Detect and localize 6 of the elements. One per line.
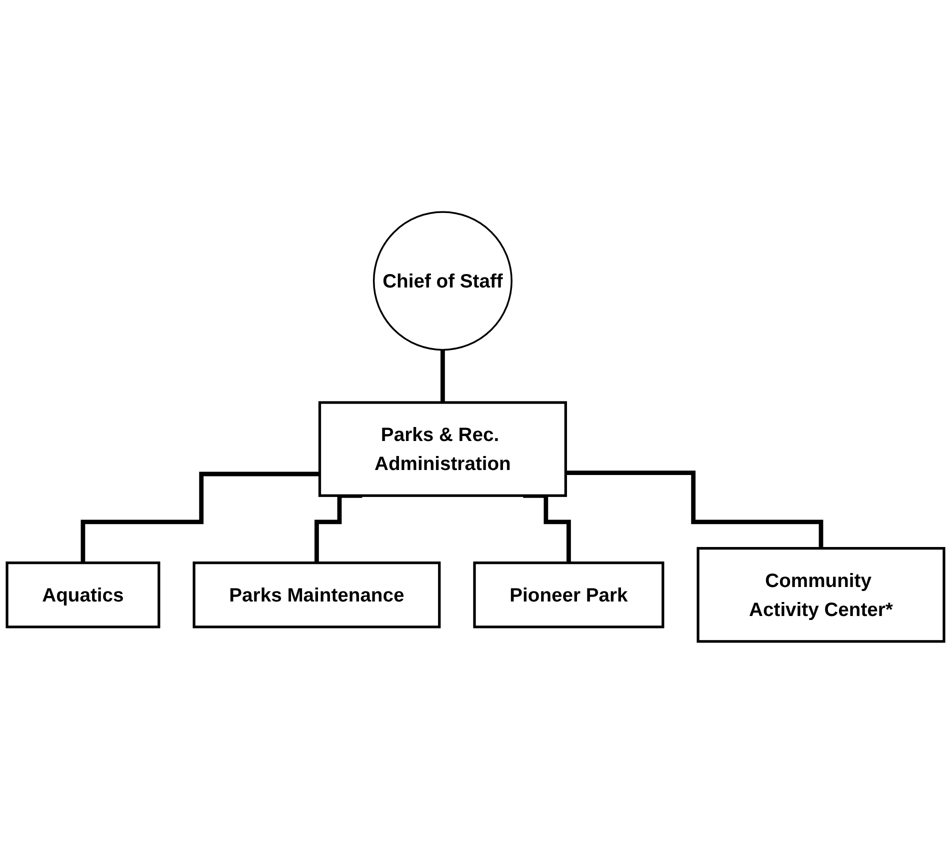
node-box: Pioneer Park [473,562,664,629]
node-box: Community Activity Center* [696,547,946,643]
node-box: Aquatics [6,562,160,629]
node-circle: Chief of Staff [372,211,512,351]
node-box: Parks Maintenance [192,562,441,629]
node-box: Parks & Rec. Administration [318,401,567,498]
